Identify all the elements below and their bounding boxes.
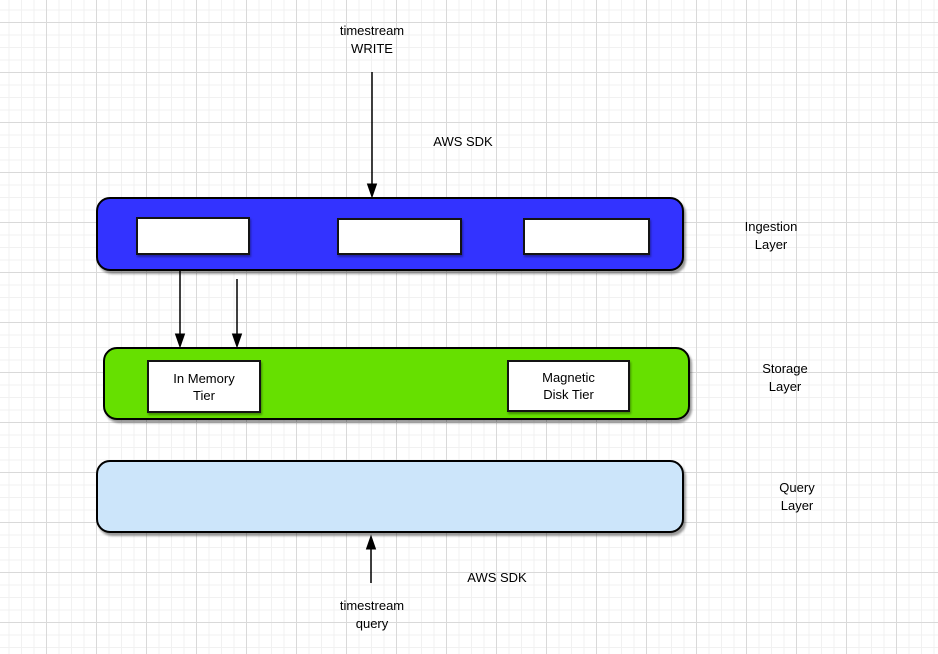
aws-sdk-top-label[interactable]: AWS SDK: [433, 134, 493, 149]
aws-sdk-bottom-label[interactable]: AWS SDK: [467, 570, 527, 585]
write-down-arrow[interactable]: [362, 70, 382, 200]
ingestion-storage-arrow-2[interactable]: [227, 271, 247, 349]
query-layer-box[interactable]: [96, 460, 684, 533]
query-up-arrow[interactable]: [361, 534, 381, 587]
timestream-write-label[interactable]: timestream WRITE: [339, 23, 405, 56]
magnetic-disk-tier-node[interactable]: Magnetic Disk Tier: [507, 360, 630, 412]
timestream-query-label[interactable]: timestream query: [339, 598, 405, 631]
ingestion-storage-arrow-1[interactable]: [170, 271, 190, 349]
query-layer-label[interactable]: Query Layer: [779, 480, 815, 513]
storage-layer-box[interactable]: In Memory Tier Magnetic Disk Tier: [103, 347, 690, 420]
ingestion-layer-label[interactable]: Ingestion Layer: [744, 219, 798, 252]
ingestion-node-1[interactable]: [136, 217, 250, 255]
ingestion-node-3[interactable]: [523, 218, 650, 255]
in-memory-tier-node[interactable]: In Memory Tier: [147, 360, 261, 413]
ingestion-layer-box[interactable]: [96, 197, 684, 271]
ingestion-node-2[interactable]: [337, 218, 462, 255]
storage-layer-label[interactable]: Storage Layer: [762, 361, 808, 394]
